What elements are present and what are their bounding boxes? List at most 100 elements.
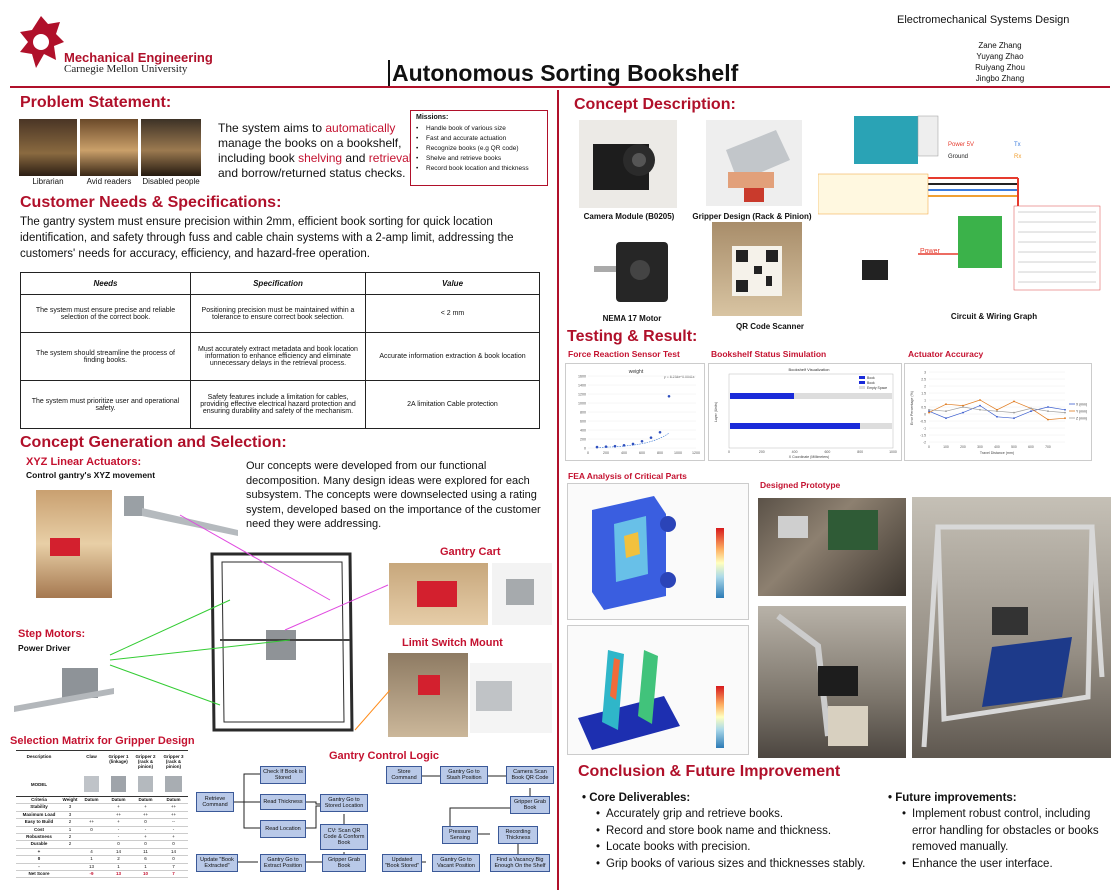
nema-caption: NEMA 17 Motor [602,314,662,323]
legend-label: Book [867,376,875,380]
prototype-photo-2 [758,606,906,758]
data-point [1064,408,1066,411]
legend-power: Power 5V [948,142,975,148]
matrix-cell: 6 [132,856,159,864]
matrix-head: Gripper 1 (linkage) [108,754,129,764]
matrix-cell: 14 [105,849,132,857]
gantry-frame-render [210,552,354,732]
tick-label: 600 [639,451,645,455]
matrix-cell: 2 [62,819,78,827]
matrix-cell: + [159,834,188,842]
concept-gen-heading: Concept Generation and Selection: [20,434,287,451]
matrix-cell [78,841,105,849]
matrix-cell: 3 [62,804,78,812]
power-label: Power [920,248,940,255]
legend-swatch [859,386,865,389]
matrix-cell: 13 [105,871,132,879]
disabled-caption: Disabled people [142,177,200,186]
prototype-photo-1 [758,498,906,596]
matrix-cell: 7 [159,864,188,872]
tick-label: 2 [924,384,926,388]
tick-label: 200 [960,445,966,449]
tick-label: 200 [580,438,586,442]
camera-caption: Camera Module (B0205) [583,212,675,221]
matrix-cell: + [132,834,159,842]
prototype-photo-3 [912,497,1111,758]
matrix-cell: ++ [105,812,132,820]
tick-label: -1 [923,426,926,430]
course-name: Electromechanical Systems Design [897,14,1070,26]
needs-text: The gantry system must ensure precision … [20,216,514,260]
matrix-cell: ++ [132,812,159,820]
matrix-cell: 1 [105,864,132,872]
matrix-cell: Maximum Load [16,812,62,820]
list-item: Handle book of various size [416,124,542,134]
matrix-head: Description [26,754,52,759]
tick-label: 600 [1028,445,1034,449]
matrix-cell: - [105,834,132,842]
matrix-model: MODEL [30,781,48,787]
matrix-cell: 0 [16,856,62,864]
matrix-cell: Robustness [16,834,62,842]
matrix-cell: 10 [132,871,159,879]
problem-heading: Problem Statement: [20,94,172,111]
qr-caption: QR Code Scanner [735,322,804,331]
list-item: Locate books with precision. [596,839,882,856]
tick-label: 100 [943,445,949,449]
legend-rx: Rx [1014,154,1022,160]
legend-swatch [859,376,865,379]
tick-label: 1200 [578,393,586,397]
matrix-head: Gripper 2 (rack & pinion) [135,754,156,769]
selection-matrix: Description Claw Gripper 1 (linkage) Gri… [16,750,188,879]
matrix-cell: Datum [78,797,105,805]
flow-node: Update "Book Extracted" [196,854,238,872]
cmu-gear-logo [20,16,64,68]
empty-space-bar [730,393,892,399]
matrix-cell: 0 [105,841,132,849]
control-logic-diagram: Retrieve Command Check If Book is Stored… [190,762,556,880]
circuit-caption: Circuit & Wiring Graph [950,312,1038,321]
status-title: Bookshelf Status Simulation [711,349,827,359]
testing-heading: Testing & Result: [567,328,698,345]
concept-gen-text: Our concepts were developed from our fun… [246,460,541,530]
core-list: Accurately grip and retrieve books. Reco… [596,806,882,872]
needs-heading: Customer Needs & Specifications: [20,194,282,211]
tick-label: 500 [1011,445,1017,449]
matrix-cell: 11 [132,849,159,857]
tick-label: 800 [657,451,663,455]
matrix-cell: 0 [78,827,105,835]
flow-node: Retrieve Command [196,792,234,812]
readers-caption: Avid readers [86,177,132,186]
xyz-actuator-render [122,492,242,542]
matrix-cell: ++ [78,819,105,827]
tick-label: 1400 [578,384,586,388]
step-motors-label: Step Motors: [18,628,86,640]
series-line [928,405,1066,419]
legend-ground: Ground [948,154,969,160]
series-line [928,399,1066,420]
gripper-caption: Gripper Design (Rack & Pinion) [692,212,812,221]
logo-text-1: Mechanical Engineering [64,50,213,65]
matrix-cell: 7 [159,871,188,879]
callout-lines [109,514,391,731]
needs-table: Needs Specification Value The system mus… [20,272,540,429]
fea-title: FEA Analysis of Critical Parts [568,471,687,481]
xyz-actuator-photo [36,490,112,598]
matrix-cell: 2 [105,856,132,864]
matrix-cell: + [105,819,132,827]
gripper-icon [138,776,153,792]
column-divider [557,90,559,890]
tick-label: 700 [1045,445,1051,449]
matrix-cell: -9 [78,871,105,879]
nema-photo [588,234,674,310]
concept-desc-heading: Concept Description: [574,96,736,113]
data-point [1064,411,1066,414]
tick-label: -0.5 [920,419,926,423]
xyz-title: XYZ Linear Actuators: [26,456,142,468]
author-list: Zane Zhang Yuyang Zhao Ruiyang Zhou Jing… [955,40,1045,84]
tick-label: 300 [977,445,983,449]
